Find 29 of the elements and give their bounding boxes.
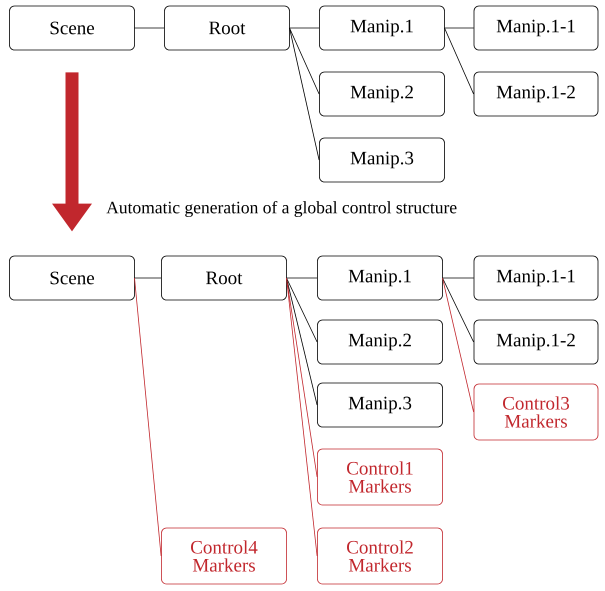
connector-line	[286, 278, 318, 478]
tree-box: Manip.1-2	[474, 320, 598, 364]
tree-box: Manip.1-2	[474, 72, 598, 116]
tree-box: Manip.3	[319, 138, 445, 182]
tree-box: Manip.2	[319, 72, 445, 116]
tree-box: Root	[161, 256, 287, 300]
marker-box: Control2 Markers	[317, 528, 443, 584]
connector-line	[286, 278, 318, 406]
tree-box: Manip.1-1	[474, 6, 598, 50]
tree-box: Manip.2	[317, 320, 443, 364]
connector-line	[442, 278, 474, 342]
tree-box: Scene	[9, 6, 135, 50]
tree-box: Root	[164, 6, 290, 50]
connector-line	[289, 28, 320, 160]
connector-line	[289, 28, 320, 94]
tree-box: Scene	[9, 256, 135, 300]
tree-box: Manip.1	[319, 6, 445, 50]
marker-box: Control3 Markers	[474, 384, 598, 440]
connector-line	[444, 28, 474, 94]
connector-line	[442, 278, 474, 412]
connector-line	[134, 278, 162, 556]
tree-box: Manip.1	[317, 256, 443, 300]
caption-text: Automatic generation of a global control structure	[106, 200, 456, 218]
tree-box: Manip.3	[317, 382, 443, 428]
connector-line	[286, 278, 318, 342]
connector-line	[286, 278, 318, 556]
tree-box: Manip.1-1	[474, 256, 598, 300]
marker-box: Control4 Markers	[161, 528, 287, 584]
marker-box: Control1 Markers	[317, 448, 443, 506]
